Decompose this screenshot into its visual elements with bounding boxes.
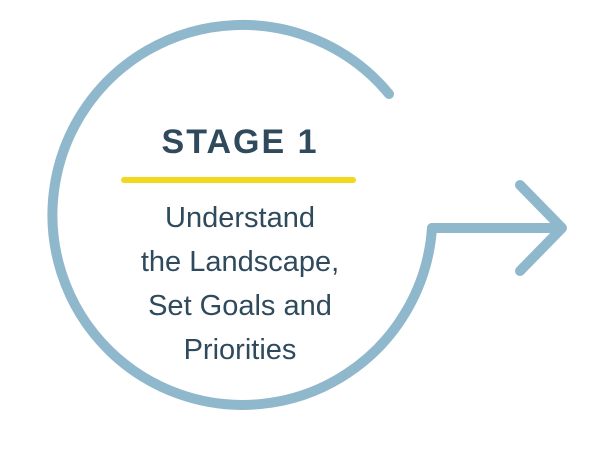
arrow-head-icon: [515, 180, 567, 276]
stage-description: Understand the Landscape, Set Goals and …: [100, 196, 380, 372]
description-line: Understand: [165, 202, 315, 234]
cycle-ring-icon: [47, 19, 437, 410]
description-line: the Landscape,: [140, 246, 340, 278]
description-line: Set Goals and: [148, 290, 332, 322]
title-underline: [121, 177, 356, 183]
stage-title: STAGE 1: [161, 123, 319, 161]
description-line: Priorities: [183, 334, 297, 366]
